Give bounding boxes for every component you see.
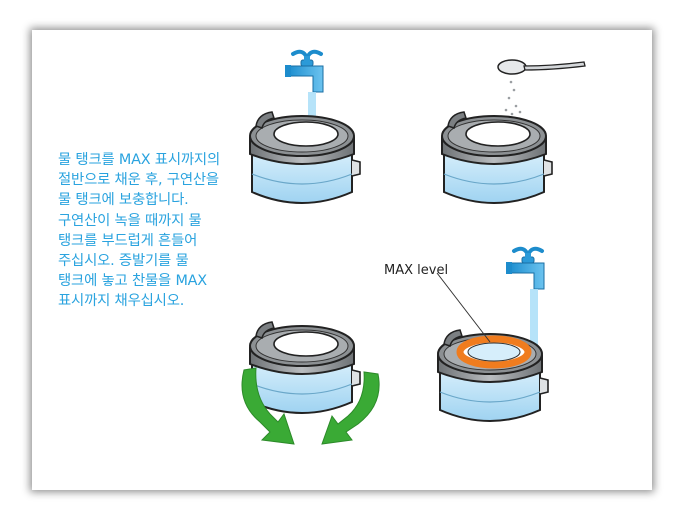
step-fill-max [436,246,549,422]
rotate-arrows-icon [241,367,380,445]
max-level-ring [456,335,532,369]
step-fill-water [249,49,361,204]
water-stream [530,289,538,345]
water-tank [441,111,553,204]
step-swirl-tank [241,321,380,445]
spoon-icon [497,59,586,75]
manual-illustration-panel: 물 탱크를 MAX 표시까지의 절반으로 채운 후, 구연산을 물 탱크에 보충… [32,30,652,490]
instruction-line: 구연산이 녹을 때까지 물 [58,212,202,229]
water-tank [249,321,361,414]
faucet-icon [504,246,546,291]
instruction-line: 탱크에 놓고 찬물을 MAX [58,273,207,290]
instruction-text: 물 탱크를 MAX 표시까지의 절반으로 채운 후, 구연산을 물 탱크에 보충… [58,150,248,312]
max-level-label: MAX level [384,263,449,278]
faucet-icon [283,49,325,94]
instruction-line: 절반으로 채운 후, 구연산을 [58,172,219,189]
step-add-citric-acid [441,59,586,204]
instruction-line: 탱크를 부드럽게 흔들어 [58,232,198,249]
water-tank [249,111,361,204]
instruction-line: 주십시오. 증발기를 물 [58,253,189,270]
instruction-line: 표시까지 채우십시오. [58,293,185,310]
max-level-leader-line [436,272,491,343]
instruction-line: 물 탱크에 보충합니다. [58,192,189,209]
illustrations [241,49,586,445]
instruction-line: 물 탱크를 MAX 표시까지의 [58,152,220,168]
